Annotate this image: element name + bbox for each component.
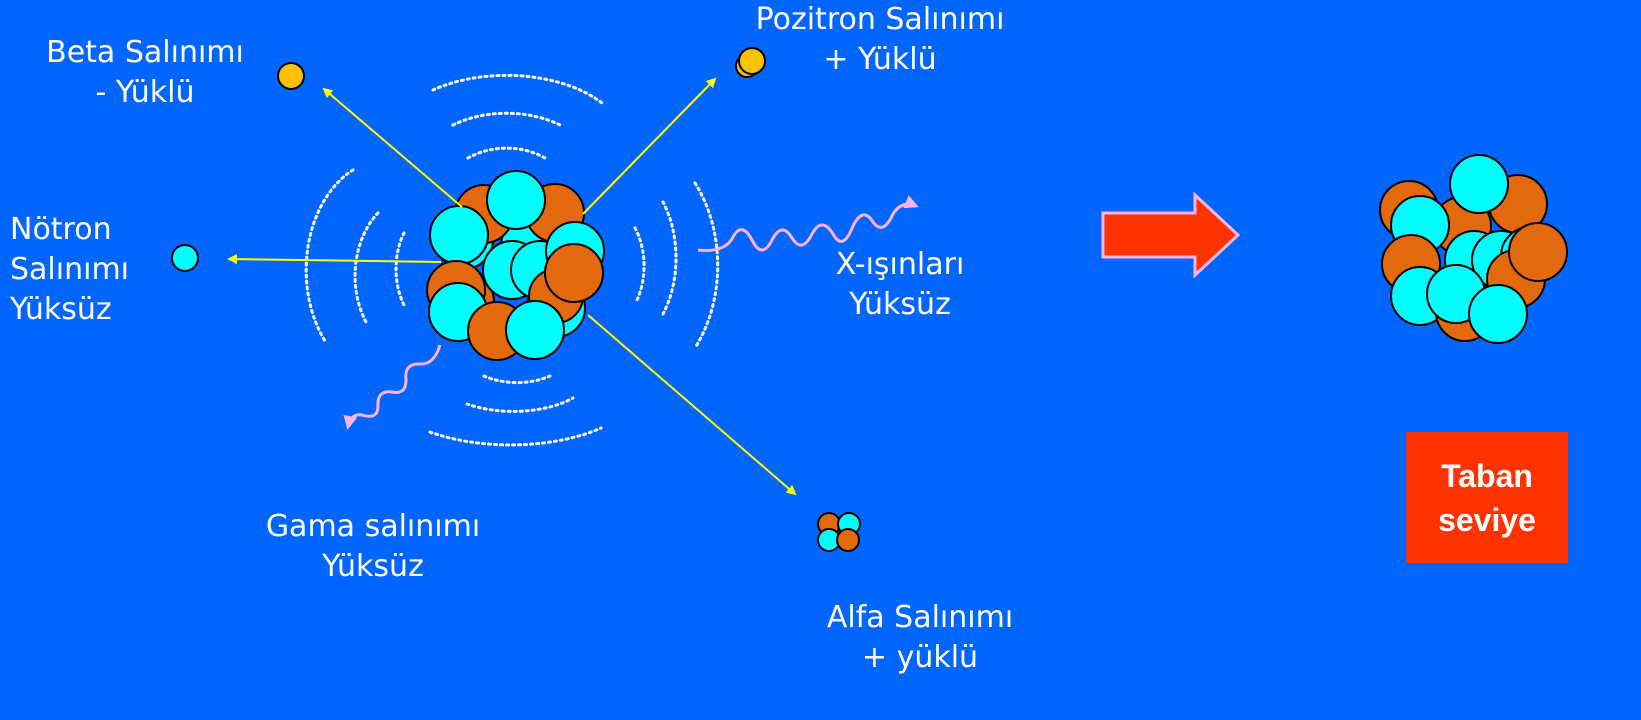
ground-state-box: Taban seviye	[1406, 432, 1568, 563]
gama-label-line-1: Gama salınımı	[265, 509, 481, 544]
xray-label-line-1: X-ışınları	[835, 247, 965, 282]
ground-state-nucleus	[1379, 154, 1568, 344]
xray-wave-arrow	[697, 195, 919, 252]
beta-label-line-2: - Yüklü	[95, 75, 195, 110]
taban-label-line-1: Taban	[1441, 457, 1533, 494]
xray-label: X-ışınları Yüksüz	[800, 245, 1000, 325]
wave-arc-left-3	[304, 168, 355, 343]
alpha-particle	[817, 512, 861, 552]
notron-label-line-1: Nötron	[10, 212, 112, 247]
excited-nucleus	[426, 170, 605, 361]
wave-arc-top-1	[466, 146, 547, 160]
neutron-arrow	[227, 254, 442, 265]
beta-particle	[277, 62, 305, 90]
beta-label: Beta Salınımı - Yüklü	[30, 33, 260, 113]
wave-arc-left-1	[394, 231, 406, 307]
notron-label: Nötron Salınımı Yüksüz	[10, 210, 150, 330]
gamma-wave-arrow	[343, 344, 442, 430]
wave-arc-top-2	[451, 111, 562, 127]
wave-arc-bottom-1	[482, 374, 552, 385]
taban-label-line-2: seviye	[1438, 501, 1536, 538]
wave-arc-bottom-3	[428, 426, 603, 447]
alfa-label-line-2: + yüklü	[861, 640, 979, 675]
wave-arc-right-1	[633, 226, 646, 302]
xray-label-line-2: Yüksüz	[849, 287, 951, 322]
pozitron-label: Pozitron Salınımı + Yüklü	[720, 0, 1040, 80]
alfa-label: Alfa Salınımı + yüklü	[800, 598, 1040, 678]
wave-arc-top-3	[431, 73, 604, 105]
gama-label: Gama salınımı Yüksüz	[243, 507, 503, 587]
pozitron-label-line-1: Pozitron Salınımı	[755, 2, 1005, 37]
alfa-label-line-1: Alfa Salınımı	[826, 600, 1014, 635]
beta-arrow	[322, 87, 463, 208]
wave-arc-left-2	[353, 211, 380, 324]
wave-arc-bottom-2	[465, 396, 575, 413]
wavy-emissions	[343, 195, 919, 430]
notron-label-line-2: Salınımı	[10, 252, 130, 287]
alpha-arrow	[587, 314, 797, 496]
radiation-waves	[304, 73, 720, 447]
pozitron-label-line-2: + Yüklü	[823, 42, 937, 77]
wave-arc-right-3	[693, 181, 720, 350]
notron-label-line-3: Yüksüz	[10, 292, 112, 327]
positron-particle	[735, 47, 766, 78]
beta-label-line-1: Beta Salınımı	[46, 35, 244, 70]
emission-arrows	[227, 77, 797, 496]
positron-arrow	[582, 77, 717, 215]
wave-arc-right-2	[661, 200, 678, 316]
transition-arrow	[1101, 191, 1241, 279]
neutron-particle	[171, 244, 199, 272]
gama-label-line-2: Yüksüz	[322, 549, 424, 584]
